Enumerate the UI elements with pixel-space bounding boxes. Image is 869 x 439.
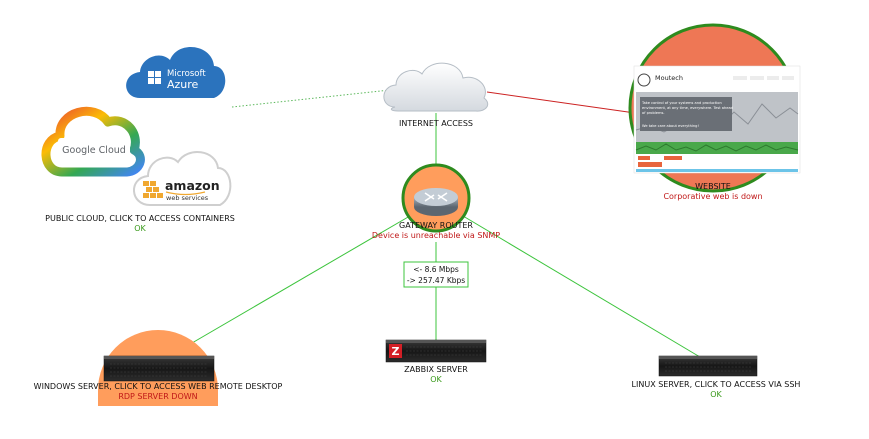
windows-label: WINDOWS SERVER, CLICK TO ACCESS WEB REMO… — [30, 382, 286, 402]
link-gateway-linux — [457, 212, 706, 361]
svg-text:Take control of your systems a: Take control of your systems and product… — [641, 101, 722, 105]
windows-title[interactable]: WINDOWS SERVER, CLICK TO ACCESS WEB REMO… — [33, 382, 283, 391]
windows-status: RDP SERVER DOWN — [118, 392, 198, 401]
website-status: Corporative web is down — [663, 192, 763, 201]
svg-text:Z: Z — [392, 345, 400, 358]
zabbix-server-node[interactable]: Z — [385, 339, 487, 363]
server-icon — [103, 355, 215, 382]
svg-text:Google Cloud: Google Cloud — [62, 145, 126, 156]
link-internet-website — [486, 91, 636, 114]
server-icon — [385, 339, 487, 363]
link-public-cloud-internet — [231, 89, 391, 108]
website-title[interactable]: WEBSITE — [695, 182, 731, 191]
gateway-title[interactable]: GATEWAY ROUTER — [399, 221, 473, 230]
traffic-out-text: -> 257.47 Kbps — [407, 276, 465, 285]
svg-text:Microsoft: Microsoft — [167, 69, 206, 79]
zabbix-label: ZABBIX SERVER OK — [376, 365, 496, 385]
zabbix-status: OK — [430, 375, 442, 384]
public-cloud-title[interactable]: PUBLIC CLOUD, CLICK TO ACCESS CONTAINERS — [45, 214, 235, 223]
gateway-status: Device is unreachable via SNMP — [371, 231, 501, 240]
linux-title[interactable]: LINUX SERVER, CLICK TO ACCESS VIA SSH — [631, 380, 801, 389]
gateway-label: GATEWAY ROUTER Device is unreachable via… — [346, 221, 526, 241]
link-gateway-windows — [179, 212, 416, 351]
zabbix-badge-icon: Z — [389, 344, 402, 358]
svg-text:amazon: amazon — [165, 178, 220, 193]
website-thumbnail: Moutech Take control of your systems and… — [633, 65, 801, 174]
internet-title: INTERNET ACCESS — [398, 119, 474, 128]
zabbix-title[interactable]: ZABBIX SERVER — [404, 365, 468, 374]
linux-status: OK — [710, 390, 722, 399]
svg-text:Azure: Azure — [167, 78, 199, 91]
linux-label: LINUX SERVER, CLICK TO ACCESS VIA SSH OK — [606, 380, 826, 400]
server-icon — [658, 355, 758, 377]
svg-text:Moutech: Moutech — [655, 74, 683, 82]
windows-server-node[interactable] — [98, 330, 218, 406]
google-cloud-logo: Google Cloud — [41, 106, 145, 177]
svg-text:environment, at any time, ever: environment, at any time, everywhere. Te… — [642, 106, 733, 110]
traffic-box: <- 8.6 Mbps -> 257.47 Kbps — [403, 261, 469, 288]
linux-server-node[interactable] — [658, 355, 758, 377]
internet-label: INTERNET ACCESS — [356, 119, 516, 129]
cloud-icon — [383, 62, 489, 112]
svg-text:web services: web services — [166, 194, 209, 202]
public-cloud-status: OK — [134, 224, 146, 233]
website-label: WEBSITE Corporative web is down — [643, 182, 783, 202]
azure-logo: Microsoft Azure — [126, 47, 226, 98]
public-cloud-label: PUBLIC CLOUD, CLICK TO ACCESS CONTAINERS… — [40, 214, 240, 234]
aws-logo: amazon web services — [133, 150, 232, 206]
svg-text:of problems.: of problems. — [642, 111, 665, 115]
public-cloud-node[interactable]: Microsoft Azure Google Cloud amazon web … — [41, 47, 232, 206]
svg-text:We take care about everything!: We take care about everything! — [642, 124, 699, 128]
traffic-in-text: <- 8.6 Mbps — [413, 265, 459, 274]
internet-cloud-node[interactable] — [383, 62, 489, 112]
gateway-router-node[interactable] — [401, 163, 471, 233]
router-icon — [414, 188, 458, 216]
website-node[interactable]: Moutech Take control of your systems and… — [628, 23, 801, 193]
